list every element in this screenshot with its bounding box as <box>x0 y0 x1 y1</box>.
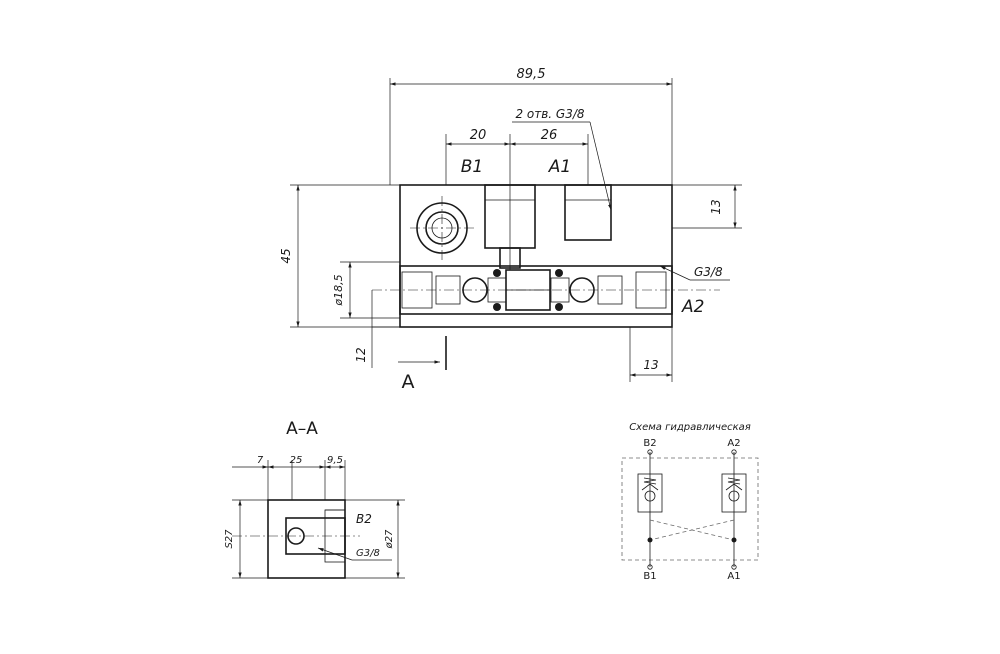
dim-overall-width: 89,5 <box>517 67 546 82</box>
dim-13-top: 13 <box>709 199 723 214</box>
section-body <box>267 499 346 579</box>
dim-9-5: 9,5 <box>327 455 343 466</box>
section-view: A–A 7 25 9,5 S27 ø27 B2 G3/8 <box>224 419 405 579</box>
schema-port-b1: B1 <box>643 571 656 582</box>
label-a1: A1 <box>548 157 571 177</box>
round-port-inner <box>425 211 459 245</box>
dim-diam-18-5: ø18,5 <box>332 274 345 306</box>
dim-25: 25 <box>290 455 303 466</box>
port-a1-bore <box>564 184 612 241</box>
valve-body <box>399 184 673 328</box>
schema-frame <box>621 457 759 561</box>
note-2-holes: 2 отв. G3/8 <box>515 107 584 121</box>
label-a2: A2 <box>681 297 704 317</box>
dim-20: 20 <box>470 128 487 143</box>
label-b1: B1 <box>461 157 483 177</box>
section-port-b2: B2 <box>356 512 372 526</box>
schema-title: Схема гидравлическая <box>629 422 751 433</box>
hydraulic-schema: Схема гидравлическая B2 A2 B1 A1 <box>621 422 759 582</box>
dim-45: 45 <box>279 248 293 263</box>
dim-26: 26 <box>541 128 558 143</box>
schema-check-valve-right <box>721 473 747 513</box>
thread-right: G3/8 <box>694 265 723 279</box>
view-marker-a: A <box>402 371 415 393</box>
schema-port-a2: A2 <box>727 438 740 449</box>
dim-diam-27: ø27 <box>384 529 395 549</box>
section-title: A–A <box>286 419 318 439</box>
schema-port-a1: A1 <box>727 571 740 582</box>
dim-7: 7 <box>257 455 264 466</box>
dim-12: 12 <box>354 347 368 362</box>
section-thread: G3/8 <box>356 548 380 559</box>
dim-13-bottom: 13 <box>643 358 658 372</box>
schema-port-b2: B2 <box>643 438 656 449</box>
main-view: 89,5 20 26 2 отв. G3/8 B1 A1 13 G3/8 A2 … <box>279 67 742 393</box>
dim-s27: S27 <box>224 529 235 549</box>
schema-check-valve-left <box>637 473 663 513</box>
